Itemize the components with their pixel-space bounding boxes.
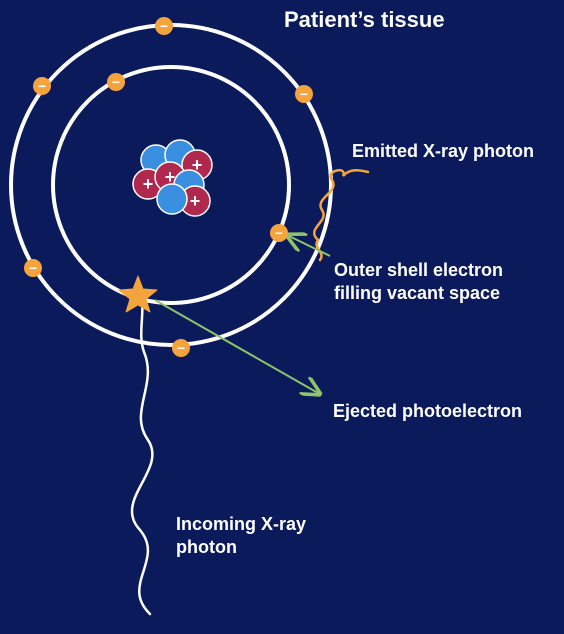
proton-sign: +: [192, 155, 203, 175]
vacancy-star: [118, 275, 158, 313]
label-line: filling vacant space: [334, 282, 501, 303]
label-incoming-photon: Incoming X-ray photon: [176, 513, 306, 558]
electron-sign: −: [160, 18, 168, 34]
proton-sign: +: [190, 191, 201, 211]
label-line: Outer shell electron: [334, 260, 504, 280]
label-ejected-photoelectron: Ejected photoelectron: [333, 401, 523, 421]
electron: −: [107, 73, 125, 91]
proton-sign: +: [165, 167, 176, 187]
emitted-photon-wave: [313, 168, 370, 242]
electrons: − − − − − − −: [24, 17, 313, 357]
label-emitted-photon: Emitted X-ray photon: [352, 141, 535, 161]
electron: −: [172, 339, 190, 357]
incoming-photon-wave: [131, 296, 154, 616]
electron-sign: −: [275, 225, 283, 241]
electron: −: [295, 85, 313, 103]
label-line: photon: [176, 536, 237, 557]
electron: −: [155, 17, 173, 35]
electron-sign: −: [177, 340, 185, 356]
electron-sign: −: [29, 260, 37, 276]
outer-electron-arrow: [289, 236, 331, 257]
nucleus: + + + +: [132, 139, 213, 217]
diagram-title: Patient’s tissue: [284, 7, 445, 32]
label-outer-shell-electron: Outer shell electron filling vacant spac…: [334, 259, 503, 304]
electron-sign: −: [38, 78, 46, 94]
electron: −: [33, 77, 51, 95]
electron-sign: −: [112, 74, 120, 90]
electron: −: [270, 224, 288, 242]
electron: −: [24, 259, 42, 277]
proton-sign: +: [143, 174, 154, 194]
inner-shell: [51, 65, 291, 305]
ejected-photoelectron-arrow: [154, 299, 318, 393]
electron-sign: −: [300, 86, 308, 102]
label-line: Incoming X-ray: [176, 514, 307, 534]
neutron: [156, 183, 188, 215]
